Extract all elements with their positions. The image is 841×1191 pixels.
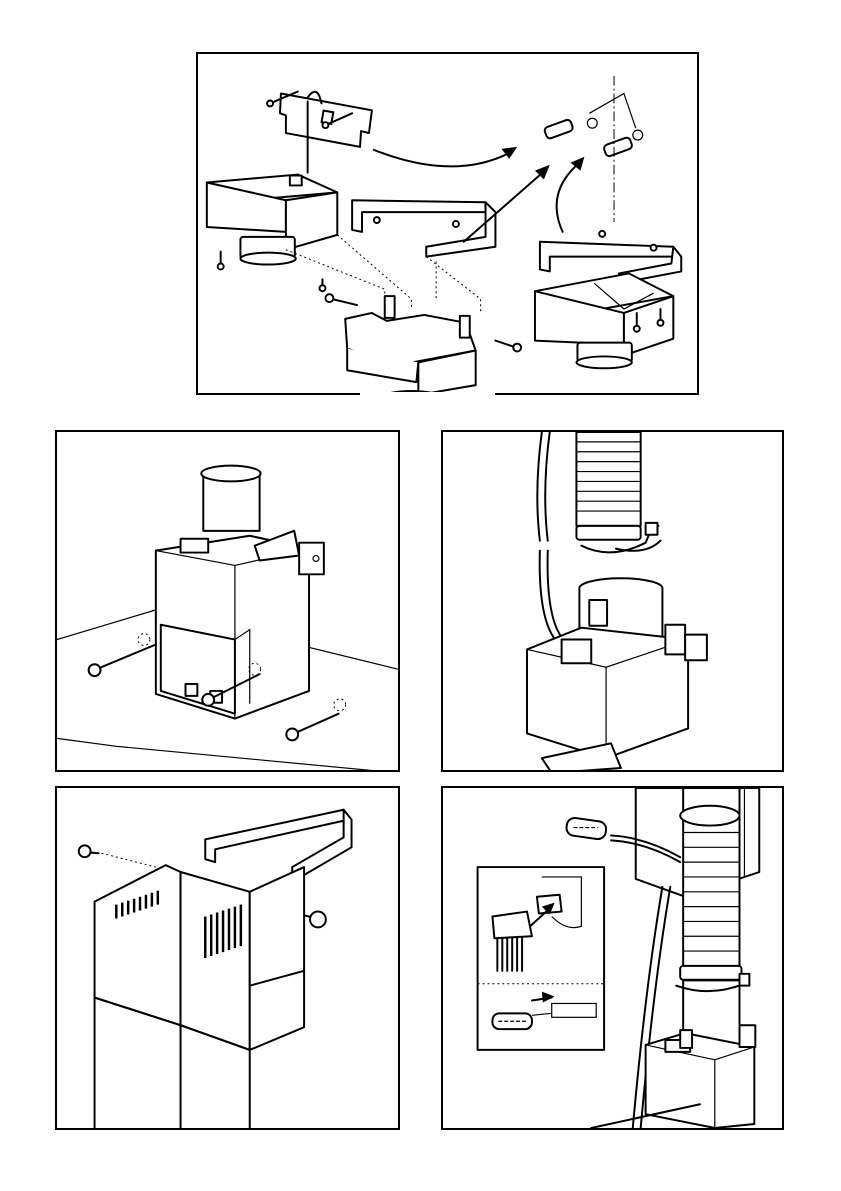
u-bracket [205,810,351,882]
u-bracket-middle [352,200,495,256]
chimney-cover [95,865,305,1128]
panel-chimney-cover [55,786,400,1130]
panel-duct-assembly [196,52,699,395]
detail-inset [478,867,605,1050]
electrical-connection-drawing [443,788,782,1128]
arrow-icon [557,163,580,232]
duct-box-right [535,273,673,368]
flexible-duct [576,432,640,540]
wall-plug-icon [544,76,643,222]
arrow-icon [374,150,513,167]
panel-electrical-connection [441,786,784,1130]
duct-connector-lower [320,279,522,393]
u-bracket-right [540,231,681,283]
flex-duct-drawing [443,432,782,770]
motor-housing [527,625,707,770]
mounting-plate [280,92,372,173]
chimney-cover-drawing [57,788,398,1128]
wall-mounting-drawing [57,432,398,770]
panel-flex-duct [441,430,784,772]
motor-housing [156,466,324,719]
panel-wall-mounting [55,430,400,772]
panel-gap [360,392,495,398]
duct-box-left [207,175,337,270]
duct-assembly-drawing [198,54,697,393]
